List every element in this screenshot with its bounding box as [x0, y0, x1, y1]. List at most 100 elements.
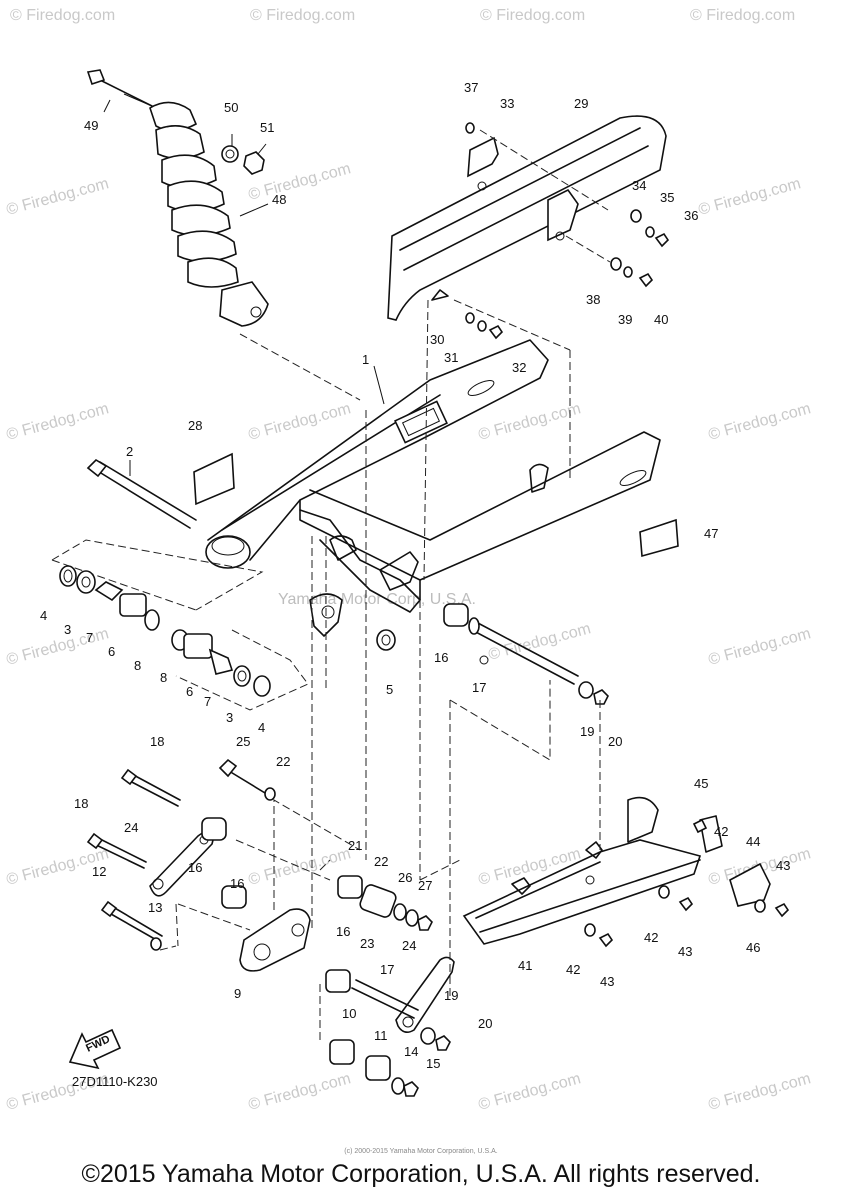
watermark: © Firedog.com [480, 7, 585, 24]
callout-label: 26 [398, 870, 412, 885]
callout-label: 37 [464, 80, 478, 95]
callout-label: 36 [684, 208, 698, 223]
callout-label: 49 [84, 118, 98, 133]
swingarm [205, 339, 661, 637]
callout-label: 7 [86, 630, 93, 645]
watermark: © Firedog.com [477, 400, 583, 444]
watermark: © Firedog.com [5, 175, 111, 219]
callout-label: 34 [632, 178, 646, 193]
watermark: © Firedog.com [10, 7, 115, 24]
rear-shock-absorber [86, 69, 269, 327]
callout-label: 11 [374, 1028, 388, 1043]
watermark: © Firedog.com [707, 400, 813, 444]
watermark: © Firedog.com [707, 625, 813, 669]
callout-label: 22 [374, 854, 388, 869]
callout-label: 48 [272, 192, 286, 207]
callout-label: 30 [430, 332, 444, 347]
callout-label: 32 [512, 360, 526, 375]
callout-label: 8 [134, 658, 141, 673]
callout-label: 35 [660, 190, 674, 205]
callout-labels: 1 2 3 3 4 4 5 6 6 7 7 8 8 9 10 11 12 13 … [40, 80, 790, 1071]
callout-label: 38 [586, 292, 600, 307]
callout-label: 10 [342, 1006, 356, 1021]
watermark: © Firedog.com [247, 1070, 353, 1114]
watermark: © Firedog.com [247, 400, 353, 444]
callout-label: 43 [600, 974, 614, 989]
callout-label: 20 [608, 734, 622, 749]
chain-guard [462, 700, 790, 948]
linkage-assembly [86, 758, 455, 1034]
callout-label: 6 [186, 684, 193, 699]
callout-label: 43 [678, 944, 692, 959]
callout-label: 1 [362, 352, 369, 367]
callout-label: 43 [776, 858, 790, 873]
small-copyright-notice: (c) 2000-2015 Yamaha Motor Corporation, … [344, 1148, 498, 1155]
callout-label: 8 [160, 670, 167, 685]
pivot-shaft-group [51, 458, 309, 711]
callout-label: 17 [472, 680, 486, 695]
bushings-and-collars [325, 603, 609, 1097]
callout-label: 44 [746, 834, 760, 849]
watermark: © Firedog.com [697, 175, 803, 219]
callout-label: 2 [126, 444, 133, 459]
watermark: © Firedog.com [690, 7, 795, 24]
callout-label: 19 [580, 724, 594, 739]
chain-case [387, 115, 670, 581]
callout-label: 45 [694, 776, 708, 791]
callout-label: 47 [704, 526, 718, 541]
callout-label: 21 [348, 838, 362, 853]
callout-label: 46 [746, 940, 760, 955]
callout-label: 24 [124, 820, 138, 835]
callout-label: 15 [426, 1056, 440, 1071]
callout-label: 51 [260, 120, 274, 135]
callout-label: 39 [618, 312, 632, 327]
watermark: © Firedog.com [477, 1070, 583, 1114]
callout-label: 5 [386, 682, 393, 697]
callout-label: 24 [402, 938, 416, 953]
callout-label: 31 [444, 350, 458, 365]
watermark: © Firedog.com [250, 7, 355, 24]
callout-label: 4 [258, 720, 265, 735]
assembly-guides [177, 333, 551, 1040]
callout-label: 23 [360, 936, 374, 951]
callout-label: 7 [204, 694, 211, 709]
callout-label: 22 [276, 754, 290, 769]
callout-label: 41 [518, 958, 532, 973]
callout-label: 12 [92, 864, 106, 879]
callout-label: 16 [230, 876, 244, 891]
caution-labels [193, 452, 679, 558]
callout-label: 42 [644, 930, 658, 945]
watermark: © Firedog.com [5, 625, 111, 669]
callout-label: 16 [188, 860, 202, 875]
callout-label: 27 [418, 878, 432, 893]
callout-label: 42 [566, 962, 580, 977]
callout-label: 14 [404, 1044, 418, 1059]
callout-label: 50 [224, 100, 238, 115]
fwd-arrow: FWD [68, 1028, 122, 1070]
callout-label: 28 [188, 418, 202, 433]
callout-label: 18 [150, 734, 164, 749]
center-watermark: Yamaha Motor Corp, U.S.A. [278, 591, 476, 608]
callout-label: 9 [234, 986, 241, 1001]
callout-label: 13 [148, 900, 162, 915]
diagram-code: 27D1110-K230 [72, 1074, 158, 1089]
callout-label: 18 [74, 796, 88, 811]
callout-label: 16 [336, 924, 350, 939]
callout-label: 33 [500, 96, 514, 111]
callout-label: 17 [380, 962, 394, 977]
callout-label: 25 [236, 734, 250, 749]
callout-label: 3 [226, 710, 233, 725]
callout-label: 20 [478, 1016, 492, 1031]
copyright-footer: ©2015 Yamaha Motor Corporation, U.S.A. A… [81, 1160, 761, 1188]
callout-label: 19 [444, 988, 458, 1003]
callout-label: 42 [714, 824, 728, 839]
callout-label: 4 [40, 608, 47, 623]
callout-label: 40 [654, 312, 668, 327]
watermark: © Firedog.com [5, 400, 111, 444]
watermark: © Firedog.com [487, 620, 593, 664]
callout-label: 6 [108, 644, 115, 659]
callout-label: 29 [574, 96, 588, 111]
callout-label: 3 [64, 622, 71, 637]
watermark: © Firedog.com [707, 1070, 813, 1114]
